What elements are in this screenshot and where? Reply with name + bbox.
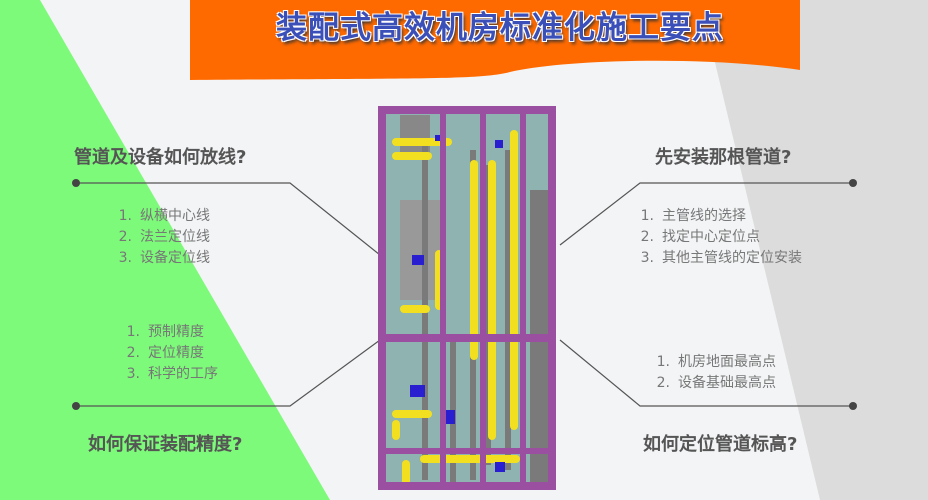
list-item: 2.设备基础最高点 <box>656 375 776 391</box>
list-item: 1.机房地面最高点 <box>656 354 776 370</box>
title-banner <box>190 0 800 80</box>
slide-title: 装配式高效机房标准化施工要点 <box>276 10 724 46</box>
list-item: 2.定位精度 <box>126 345 204 361</box>
list-item: 2.法兰定位线 <box>118 229 210 245</box>
gray-band <box>700 0 928 500</box>
list-item: 1.纵横中心线 <box>118 208 210 224</box>
list-item: 3.科学的工序 <box>126 366 218 382</box>
list-item: 1.主管线的选择 <box>640 208 746 224</box>
list-item: 2.找定中心定位点 <box>640 229 760 245</box>
list-item: 1.预制精度 <box>126 324 204 340</box>
list-first-pipe: 1.主管线的选择 2.找定中心定位点 3.其他主管线的定位安装 <box>632 206 802 269</box>
question-elevation: 如何定位管道标高? <box>643 434 798 455</box>
list-item: 3.设备定位线 <box>118 250 210 266</box>
question-precision: 如何保证装配精度? <box>88 434 243 455</box>
green-triangle <box>0 0 330 500</box>
list-elevation: 1.机房地面最高点 2.设备基础最高点 <box>648 352 776 394</box>
list-precision: 1.预制精度 2.定位精度 3.科学的工序 <box>118 322 218 385</box>
list-item: 3.其他主管线的定位安装 <box>640 250 802 266</box>
list-layout: 1.纵横中心线 2.法兰定位线 3.设备定位线 <box>110 206 210 269</box>
question-first-pipe: 先安装那根管道? <box>655 147 792 168</box>
question-layout: 管道及设备如何放线? <box>74 147 247 168</box>
connector-dots <box>72 179 857 410</box>
pipe-diagram <box>378 106 556 490</box>
connector-lines <box>76 182 853 407</box>
